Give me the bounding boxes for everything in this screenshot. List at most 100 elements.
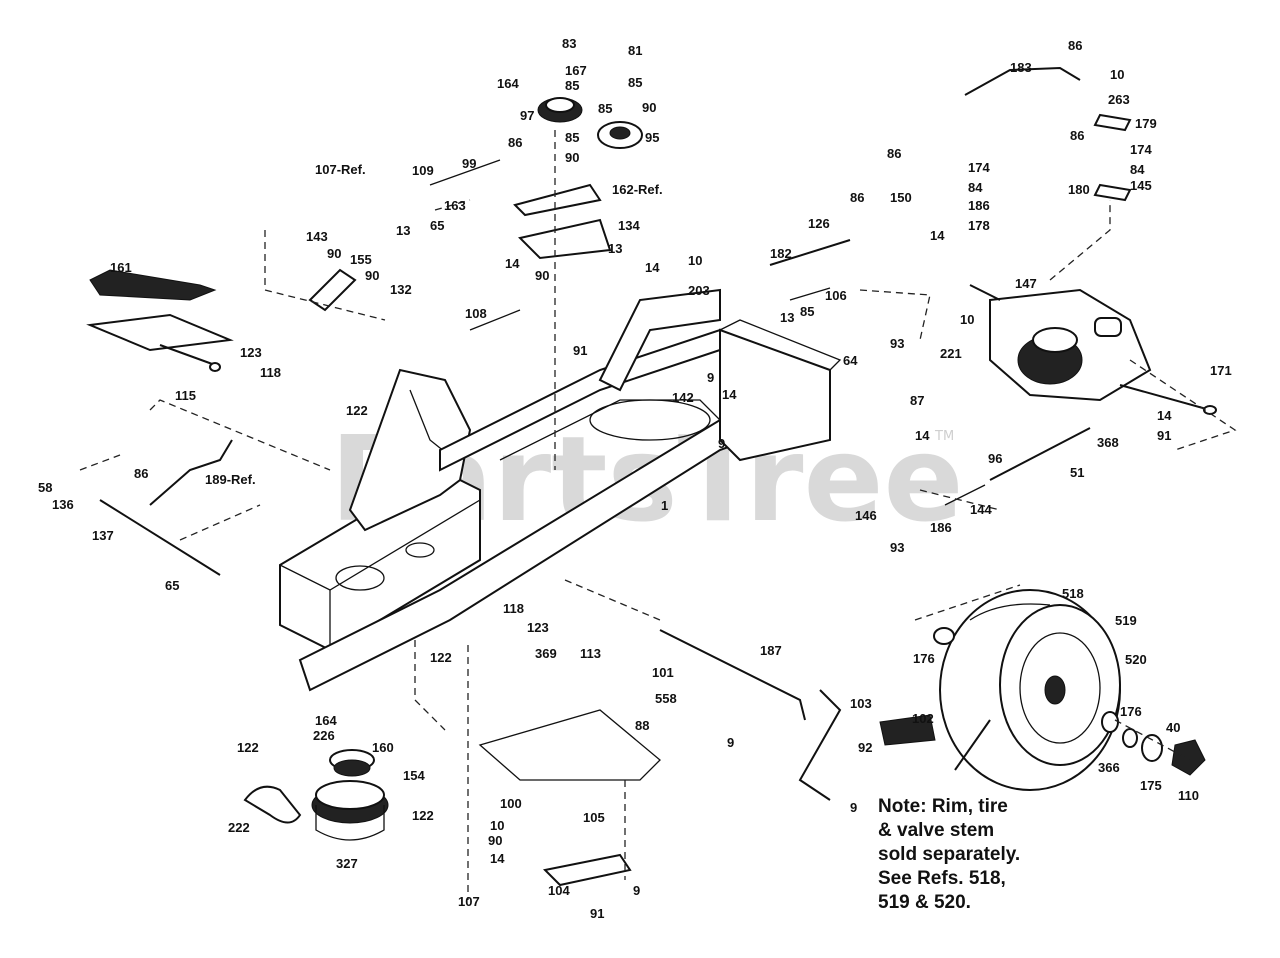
bracket-134 <box>518 218 612 260</box>
label-186a: 186 <box>968 198 990 213</box>
rear-tire <box>939 589 1121 791</box>
main-frame <box>279 288 842 692</box>
label-65b: 65 <box>165 578 179 593</box>
watermark-tm: TM <box>934 429 954 444</box>
label-171: 171 <box>1210 363 1232 378</box>
label-106: 106 <box>825 288 847 303</box>
label-164a: 164 <box>497 76 519 91</box>
label-85d: 85 <box>565 130 579 145</box>
label-87: 87 <box>910 393 924 408</box>
label-10d: 10 <box>490 818 504 833</box>
label-174b: 174 <box>1130 142 1152 157</box>
label-85c: 85 <box>598 101 612 116</box>
label-85b: 85 <box>628 75 642 90</box>
label-93a: 93 <box>890 336 904 351</box>
label-14a: 14 <box>505 256 520 271</box>
pedal-pad-102 <box>879 714 936 746</box>
label-144: 144 <box>970 502 992 517</box>
label-86a: 86 <box>508 135 522 150</box>
label-101: 101 <box>652 665 674 680</box>
pedal-arm-103 <box>798 689 842 801</box>
label-10c: 10 <box>960 312 974 327</box>
pulley-95 <box>597 121 643 149</box>
label-163: 163 <box>444 198 466 213</box>
bracket-162 <box>513 183 602 217</box>
label-113: 113 <box>580 646 601 661</box>
label-519: 519 <box>1115 613 1137 628</box>
label-13a: 13 <box>396 223 410 238</box>
label-85a: 85 <box>565 78 579 93</box>
note-line-1: Note: Rim, tire <box>878 796 1008 817</box>
label-558: 558 <box>655 691 677 706</box>
label-122b: 122 <box>430 650 452 665</box>
label-102: 102 <box>912 711 934 726</box>
label-263: 263 <box>1108 92 1130 107</box>
label-86c: 86 <box>850 190 864 205</box>
label-91c: 91 <box>590 906 604 921</box>
label-142: 142 <box>672 390 694 405</box>
label-123b: 123 <box>527 620 549 635</box>
label-164b: 164 <box>315 713 337 728</box>
label-122c: 122 <box>237 740 259 755</box>
label-88: 88 <box>635 718 649 733</box>
label-9e: 9 <box>633 883 640 898</box>
label-14b: 14 <box>645 260 660 275</box>
label-105: 105 <box>583 810 605 825</box>
label-109: 109 <box>412 163 434 178</box>
label-10b: 10 <box>1110 67 1124 82</box>
label-99: 99 <box>462 156 476 171</box>
bracket-104 <box>542 853 632 887</box>
washer-176a <box>933 627 955 645</box>
part-labels: 1 83 81 167 164 85 85 97 85 90 85 95 90 … <box>38 36 1232 921</box>
label-167: 167 <box>565 63 587 78</box>
label-327: 327 <box>336 856 358 871</box>
label-14c: 14 <box>930 228 945 243</box>
label-64: 64 <box>843 353 858 368</box>
linkage-189 <box>149 439 233 506</box>
leader-lines <box>79 130 1237 900</box>
label-160: 160 <box>372 740 394 755</box>
label-162ref: 162-Ref. <box>612 182 663 197</box>
label-90e: 90 <box>365 268 379 283</box>
label-143: 143 <box>306 229 328 244</box>
label-14d: 14 <box>722 387 737 402</box>
label-84b: 84 <box>1130 162 1145 177</box>
label-107ref: 107-Ref. <box>315 162 366 177</box>
label-176a: 176 <box>913 651 935 666</box>
label-122a: 122 <box>346 403 368 418</box>
label-174a: 174 <box>968 160 990 175</box>
label-132: 132 <box>390 282 412 297</box>
label-14e: 14 <box>915 428 930 443</box>
label-176b: 176 <box>1120 704 1142 719</box>
label-178: 178 <box>968 218 990 233</box>
label-118a: 118 <box>260 365 281 380</box>
label-518: 518 <box>1062 586 1084 601</box>
label-100: 100 <box>500 796 522 811</box>
label-115: 115 <box>175 388 196 403</box>
label-86f: 86 <box>1070 128 1084 143</box>
idler-pulley-160 <box>329 749 375 777</box>
label-179: 179 <box>1135 116 1157 131</box>
label-90d: 90 <box>327 246 341 261</box>
label-9b: 9 <box>718 436 725 451</box>
label-85e: 85 <box>800 304 814 319</box>
label-86e: 86 <box>1068 38 1082 53</box>
label-150: 150 <box>890 190 912 205</box>
transaxle <box>969 284 1217 415</box>
label-1: 1 <box>661 498 668 513</box>
label-9c: 9 <box>727 735 734 750</box>
rear-shield <box>478 709 661 781</box>
label-221: 221 <box>940 346 962 361</box>
label-222: 222 <box>228 820 250 835</box>
label-107: 107 <box>458 894 480 909</box>
label-369: 369 <box>535 646 557 661</box>
label-147: 147 <box>1015 276 1037 291</box>
note-line-4: See Refs. 518, <box>878 868 1006 889</box>
label-187a: 187 <box>760 643 782 658</box>
label-155: 155 <box>350 252 372 267</box>
label-9a: 9 <box>707 370 714 385</box>
plate-180 <box>1093 183 1132 202</box>
spring-144 <box>944 484 986 506</box>
label-81: 81 <box>628 43 642 58</box>
label-97: 97 <box>520 108 534 123</box>
